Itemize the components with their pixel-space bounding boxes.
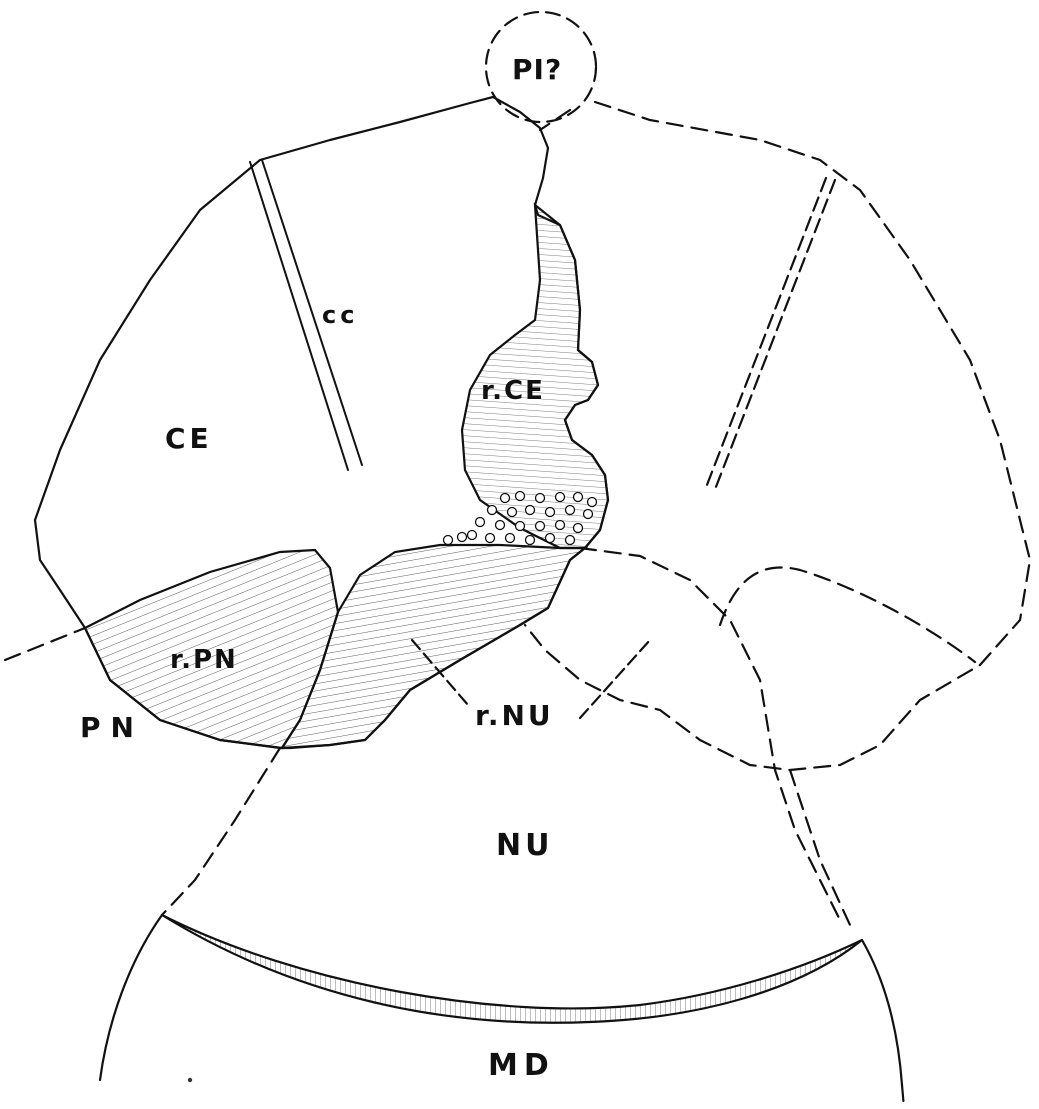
md-right-edge-dashed	[902, 1085, 904, 1108]
specimen-dot	[188, 1078, 192, 1082]
left-pn-extension-dashed	[5, 628, 85, 660]
right-inner-loop-dashed	[580, 548, 840, 920]
rnu-right-pointer	[580, 640, 650, 718]
label-cc: cc	[322, 301, 358, 329]
label-nu: NU	[496, 828, 553, 863]
label-pi: PI?	[512, 53, 562, 86]
right-skull-outline-dashed	[525, 102, 1030, 770]
nu-left-edge-dashed	[162, 748, 280, 915]
label-pn: PN	[80, 711, 144, 744]
nu-right-edge-dashed	[790, 770, 850, 925]
label-rnu: r.NU	[475, 699, 554, 732]
label-ce: CE	[165, 422, 213, 455]
label-rpn: r.PN	[170, 645, 238, 675]
right-cc-groove-dashed	[705, 178, 835, 492]
md-left-edge	[100, 915, 162, 1080]
md-crescent	[162, 915, 862, 1023]
right-inner-curve-dashed	[720, 567, 975, 662]
md-right-edge	[862, 940, 902, 1085]
label-md: MD	[488, 1048, 555, 1083]
label-rce: r.CE	[481, 376, 545, 406]
